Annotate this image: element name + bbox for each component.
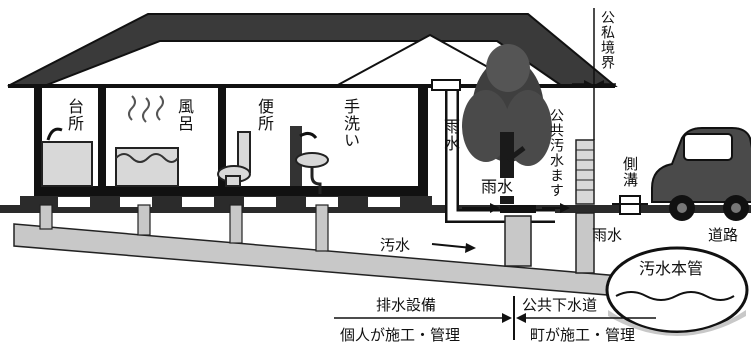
label-road: 道路 <box>708 226 739 244</box>
washbasin-pole <box>290 126 302 186</box>
steam <box>128 95 136 121</box>
branch-pipe <box>39 204 53 230</box>
label-public-basin: 公共汚水ます <box>548 108 564 198</box>
rain-basin <box>504 215 532 267</box>
label-sewage: 汚水 <box>380 236 411 254</box>
house-floor <box>34 186 428 196</box>
gutter <box>431 79 461 91</box>
room-label-toilet: 便所 <box>255 98 274 132</box>
house-wall-left <box>34 86 42 210</box>
branch-pipe <box>137 204 151 236</box>
rain-basin-top <box>500 205 536 213</box>
toilet-base <box>225 175 241 187</box>
branch-pipe <box>229 204 243 244</box>
washbasin-trap <box>310 166 322 194</box>
public-basin-lower <box>575 212 595 274</box>
room-label-bath: 風呂 <box>175 98 194 132</box>
vent <box>306 197 338 207</box>
tree-foliage <box>504 90 552 166</box>
main-sewer-flow <box>615 291 735 301</box>
car-window <box>683 133 733 161</box>
branch-pipe <box>315 204 329 252</box>
house-wall-mid-2 <box>218 86 226 186</box>
kitchen-faucet <box>46 127 63 141</box>
vent <box>368 197 400 207</box>
legend-drainage-facility: 排水設備 <box>376 296 437 314</box>
room-label-kitchen: 台所 <box>65 98 84 132</box>
vent <box>58 197 90 207</box>
tree-foliage <box>462 90 510 162</box>
house-wall-mid-1 <box>98 86 106 186</box>
tree-branch <box>506 146 526 162</box>
bath-water <box>115 153 179 163</box>
legend-private-work: 個人が施工・管理 <box>340 326 461 344</box>
steam <box>142 97 150 123</box>
label-rainwater-gutter: 雨水 <box>592 226 623 244</box>
kitchen-sink <box>41 141 93 187</box>
washbasin-bowl <box>295 152 329 168</box>
label-boundary: 公私境界 <box>599 10 615 70</box>
label-rainwater-tree: 雨水 <box>478 178 517 196</box>
room-label-washbasin: 手洗い <box>341 98 360 149</box>
steam <box>156 95 164 121</box>
vent <box>182 197 214 207</box>
vent <box>244 197 276 207</box>
legend-town-work: 町が施工・管理 <box>530 326 636 344</box>
legend-public-sewer: 公共下水道 <box>522 296 598 314</box>
house-wall-right <box>418 86 428 210</box>
vent <box>120 197 152 207</box>
flow-arrow-sewage <box>431 243 473 249</box>
public-basin-shaft <box>575 139 595 205</box>
tree-foliage <box>486 44 530 92</box>
label-rainwater-pipe: 雨水 <box>441 118 460 152</box>
label-main-sewer: 汚水本管 <box>636 260 707 278</box>
label-side-ditch: 側溝 <box>621 156 639 188</box>
washbasin-faucet <box>299 131 318 139</box>
